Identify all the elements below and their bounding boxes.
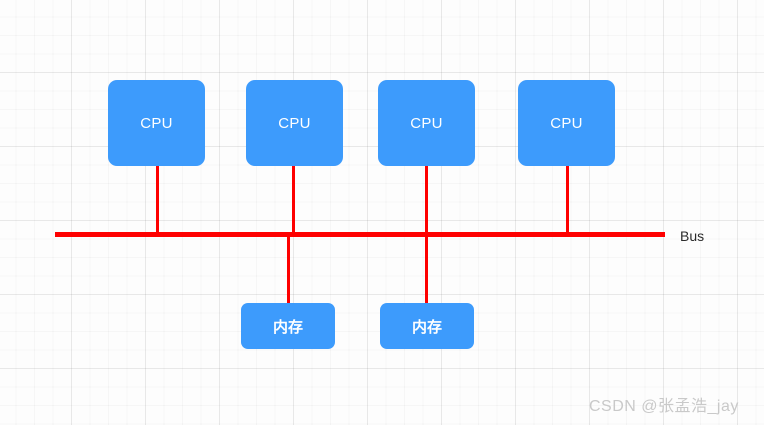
cpu-node-3: CPU bbox=[378, 80, 475, 166]
memory-node-2-label: 内存 bbox=[411, 318, 442, 336]
memory-1-bus-connector bbox=[287, 235, 290, 305]
memory-2-bus-connector bbox=[425, 235, 428, 305]
cpu-3-bus-connector bbox=[425, 165, 428, 235]
cpu-node-1-label: CPU bbox=[140, 114, 173, 132]
memory-node-2: 内存 bbox=[380, 303, 474, 349]
memory-node-1: 内存 bbox=[241, 303, 335, 349]
bus-line bbox=[55, 232, 665, 237]
cpu-node-2-label: CPU bbox=[278, 114, 311, 132]
bus-label: Bus bbox=[680, 228, 705, 244]
cpu-node-3-label: CPU bbox=[410, 114, 443, 132]
memory-node-1-label: 内存 bbox=[272, 318, 303, 336]
cpu-node-2: CPU bbox=[246, 80, 343, 166]
cpu-node-1: CPU bbox=[108, 80, 205, 166]
cpu-2-bus-connector bbox=[292, 165, 295, 235]
cpu-4-bus-connector bbox=[566, 165, 569, 235]
csdn-watermark: CSDN @张孟浩_jay bbox=[589, 398, 739, 415]
cpu-node-4: CPU bbox=[518, 80, 615, 166]
cpu-1-bus-connector bbox=[156, 165, 159, 235]
cpu-node-4-label: CPU bbox=[550, 114, 583, 132]
